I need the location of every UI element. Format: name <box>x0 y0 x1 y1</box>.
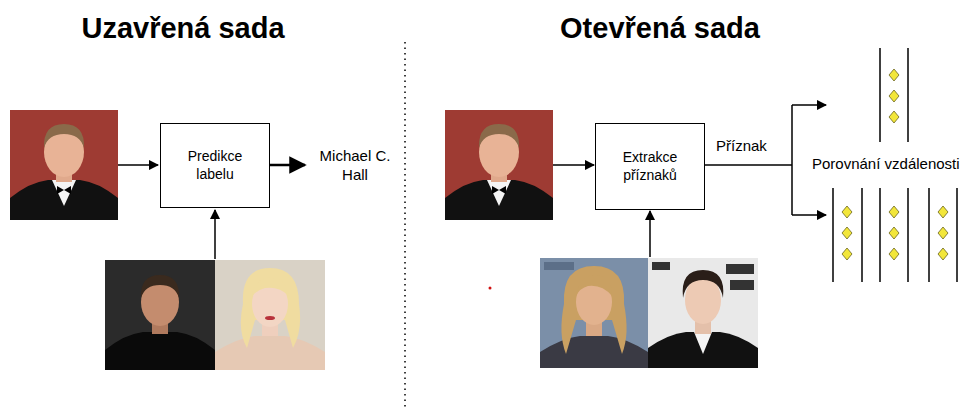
distance-caption: Porovnání vzdálenosti <box>812 155 960 174</box>
face-photo <box>648 258 758 368</box>
training-arrow <box>649 211 651 257</box>
section-title: Uzavřená sada <box>81 10 284 46</box>
training-arrow <box>214 210 216 259</box>
face-photo <box>540 258 648 368</box>
feature-band <box>833 188 957 282</box>
feature-label: Příznak <box>716 137 767 156</box>
output-arrow <box>270 164 305 167</box>
face-photo <box>105 260 215 370</box>
box-text: Predikce labelu <box>175 147 255 183</box>
feature-diamonds <box>889 69 899 123</box>
predicted-label: Michael C. Hall <box>308 147 402 185</box>
feature-band <box>880 48 908 142</box>
divider-line <box>404 42 406 410</box>
face-photo <box>445 110 553 220</box>
box-text: Extrakce příznaků <box>610 148 690 184</box>
feature-line <box>705 164 792 166</box>
branch-line <box>791 105 793 215</box>
face-photo <box>215 260 325 370</box>
input-arrow <box>553 164 594 166</box>
branch-arrow <box>792 104 826 106</box>
input-arrow <box>118 164 158 166</box>
feature-diamonds <box>842 206 948 260</box>
process-box: Extrakce příznaků <box>595 123 705 210</box>
branch-arrow <box>792 214 826 216</box>
process-box: Predikce labelu <box>160 123 270 208</box>
stray-dot <box>489 287 492 290</box>
section-title: Otevřená sada <box>560 10 760 46</box>
face-photo <box>10 110 118 220</box>
